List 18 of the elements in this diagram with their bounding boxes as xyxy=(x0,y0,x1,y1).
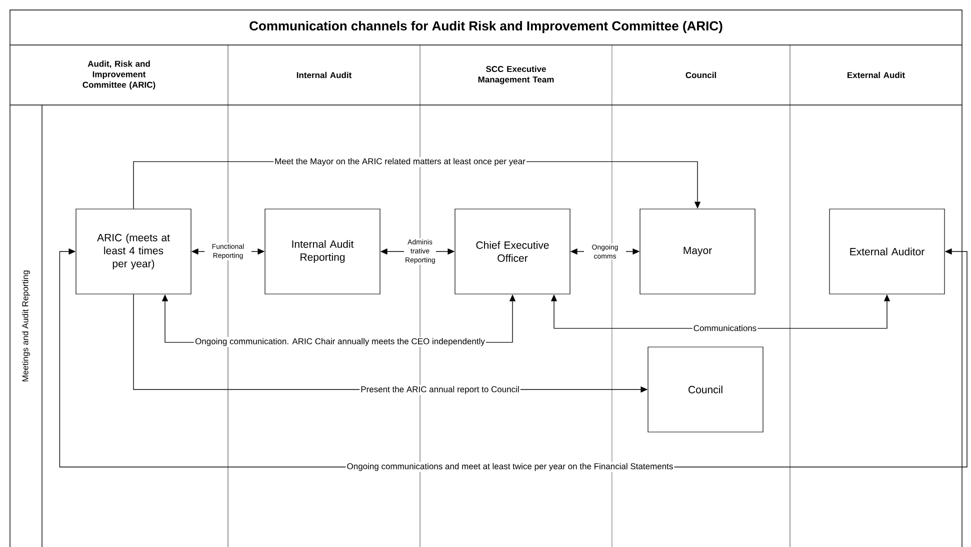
column-header: External Audit xyxy=(848,72,905,78)
process-box: Chief Executive Officer xyxy=(454,208,570,294)
edge-label: Ongoing communication. ARIC Chair annually meets the CEO independently xyxy=(194,337,486,347)
column-header: SCC Executive Management Team xyxy=(478,66,554,84)
process-box: External Auditor xyxy=(829,208,945,294)
edge-label: Communications xyxy=(692,324,758,332)
process-box: Mayor xyxy=(640,208,756,294)
column-header: Audit, Risk and Improvement Committee (ARIC) xyxy=(82,60,156,90)
process-box: ARIC (meets at least 4 times per year) xyxy=(76,208,192,294)
column-header: Council xyxy=(686,72,716,78)
row-label: Meetings and Audit Reporting xyxy=(22,270,30,382)
process-box: Council xyxy=(648,346,764,432)
edge-label: Present the ARIC annual report to Council xyxy=(360,385,520,395)
process-box: Internal Audit Reporting xyxy=(264,208,380,294)
title: Communication channels for Audit Risk and Improvement Committee (ARIC) xyxy=(250,20,722,34)
edge-label: Meet the Mayor on the ARIC related matters at least once per year xyxy=(274,157,526,167)
edge-label: Ongoing communications and meet at least twice per year on the Financial Statements xyxy=(346,462,674,472)
column-header: Internal Audit xyxy=(296,72,352,78)
